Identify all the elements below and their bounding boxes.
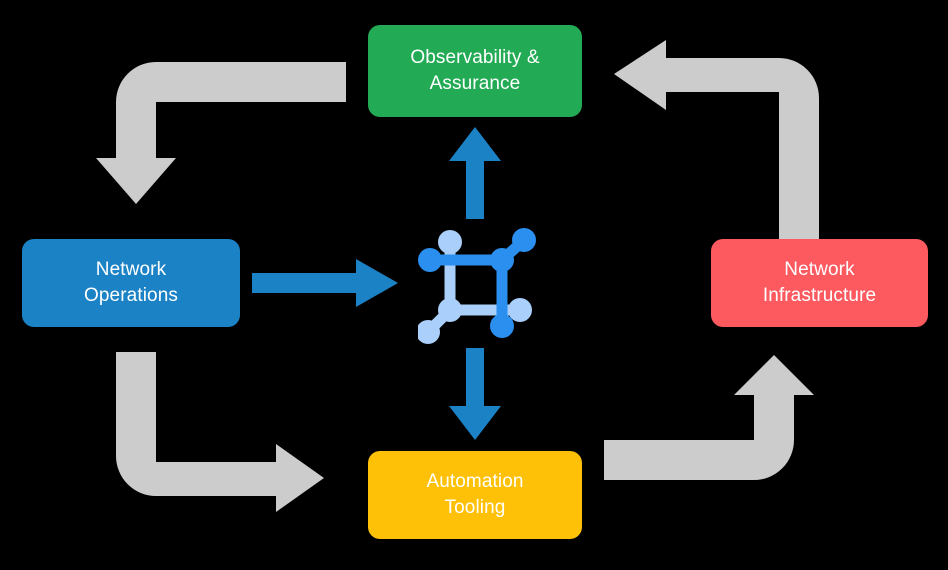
node-observability-assurance[interactable]: Observability & Assurance: [368, 25, 582, 117]
connector-operations-to-hub: [252, 259, 398, 307]
connector-automation-to-infrastructure: [604, 355, 814, 480]
node-automation-tooling[interactable]: Automation Tooling: [368, 451, 582, 539]
node-network-infrastructure[interactable]: Network Infrastructure: [711, 239, 928, 327]
connector-operations-to-automation: [116, 352, 324, 512]
connector-observability-to-operations: [96, 62, 346, 204]
connector-hub-to-observability: [449, 127, 501, 219]
node-network-operations[interactable]: Network Operations: [22, 239, 240, 327]
connector-hub-to-automation: [449, 348, 501, 440]
connector-infrastructure-to-observability: [614, 40, 819, 240]
network-topology-icon: [418, 228, 536, 344]
